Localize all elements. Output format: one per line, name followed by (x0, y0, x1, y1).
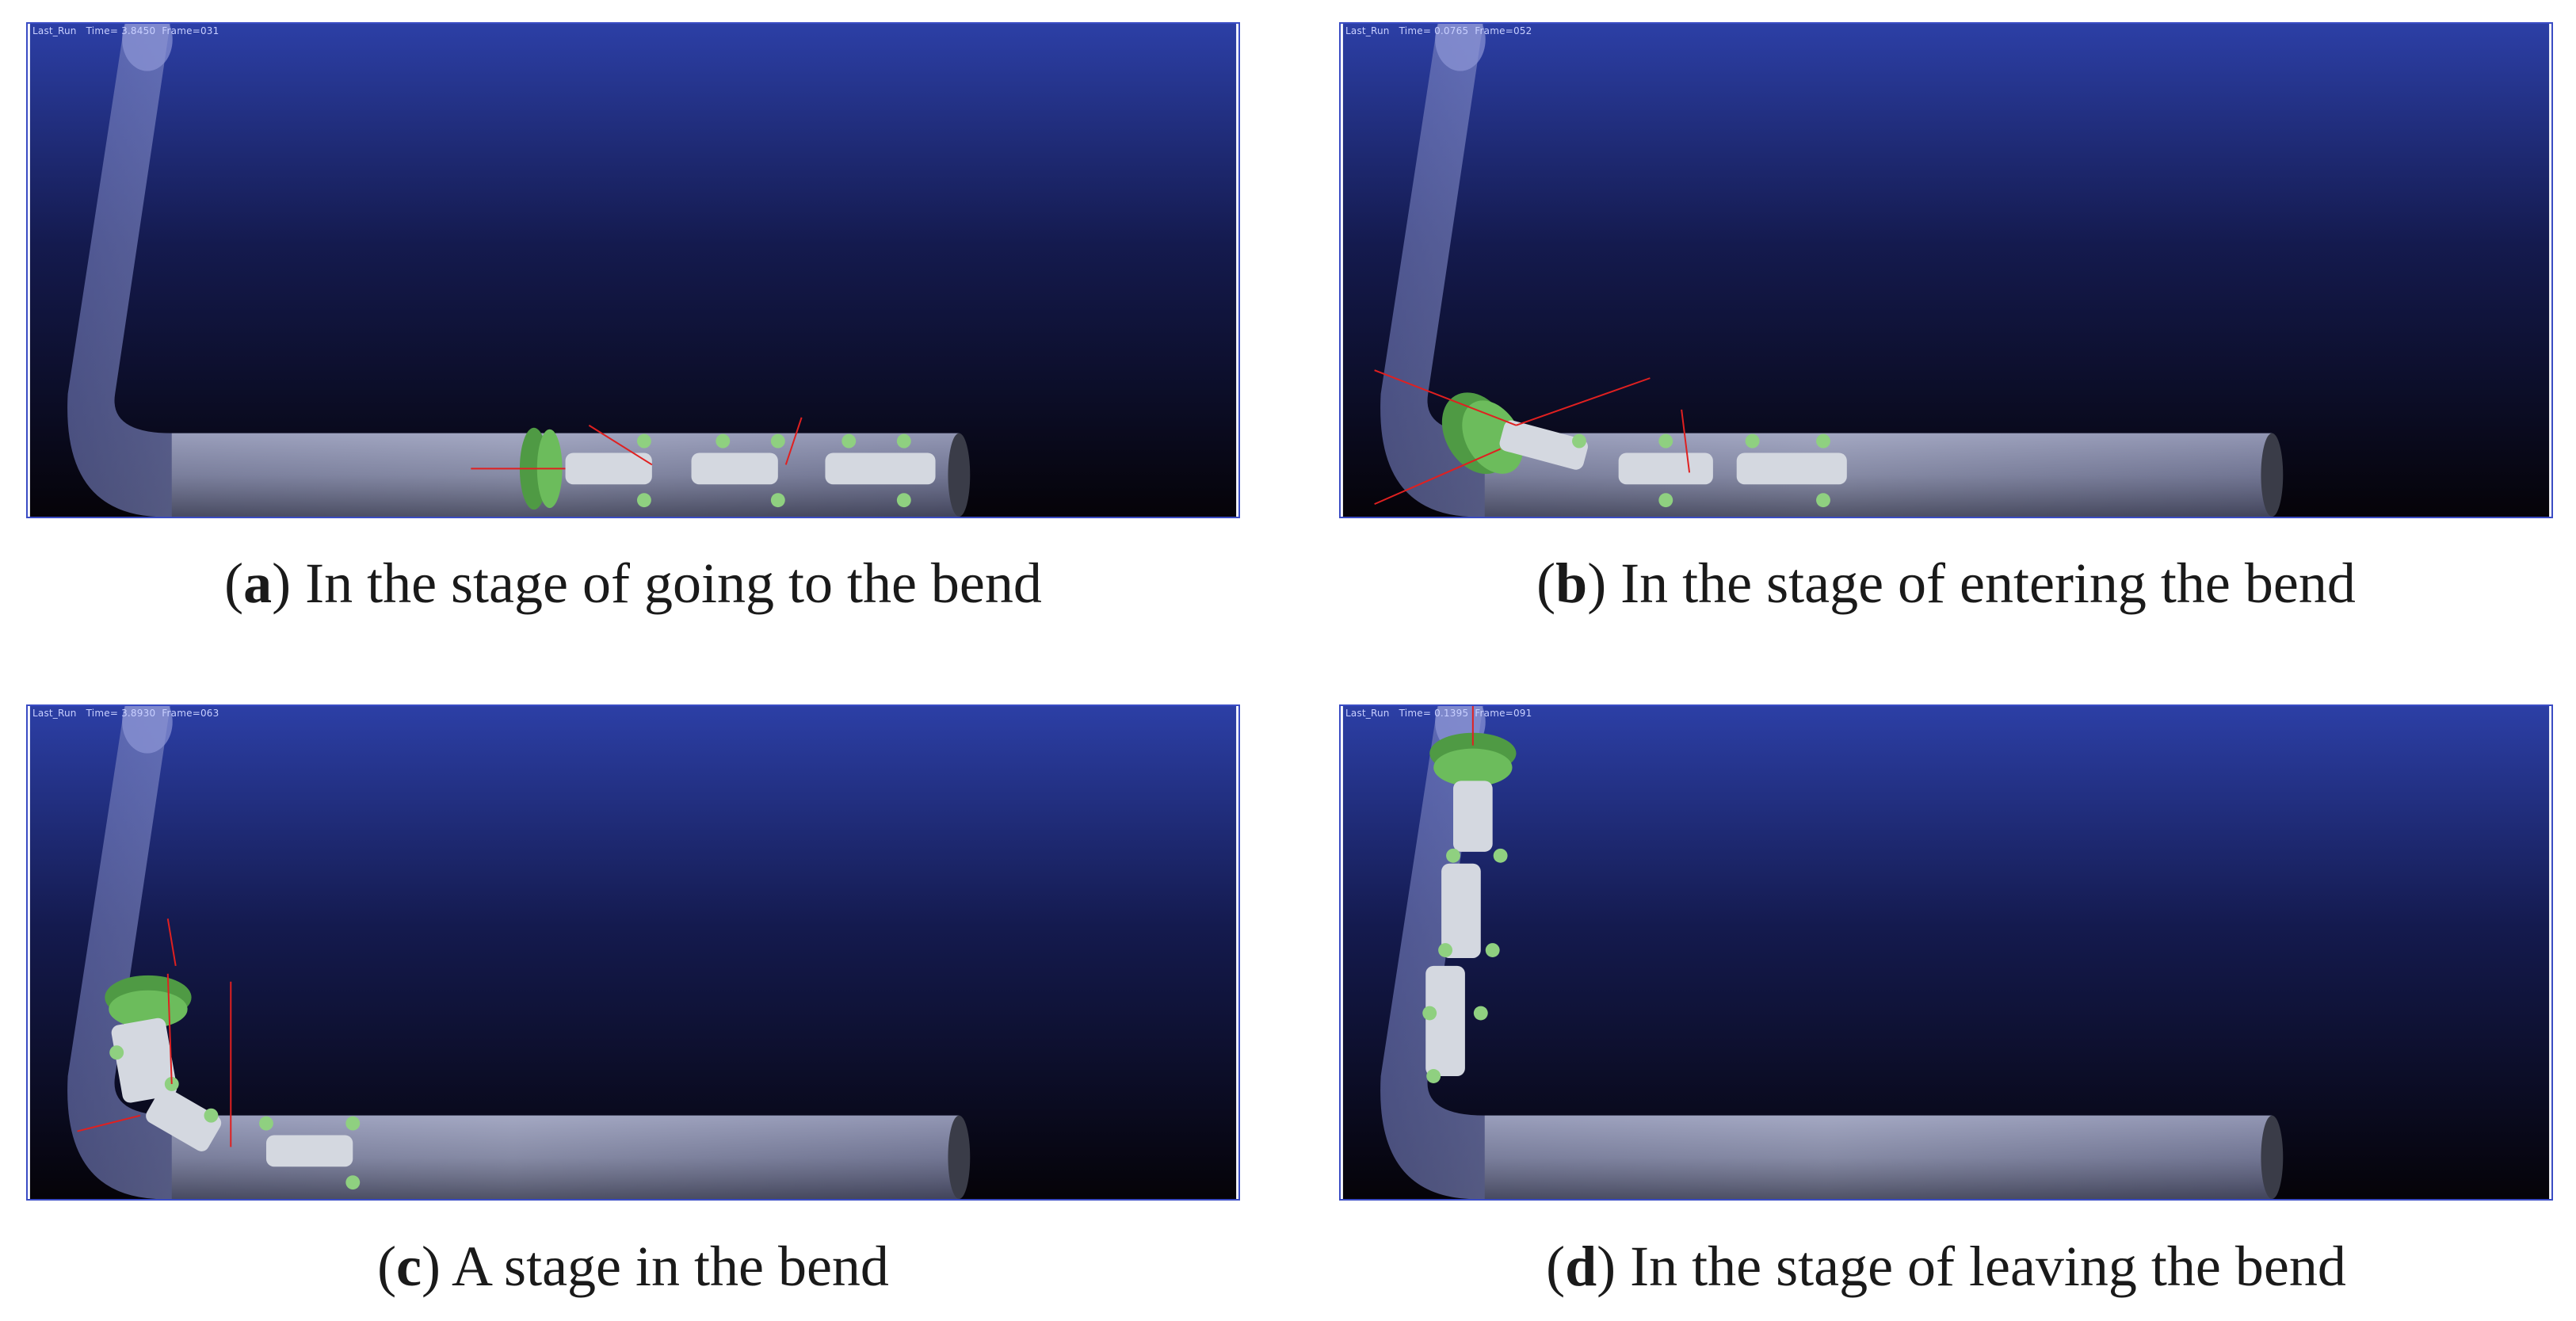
pipe-end-opening (948, 1115, 971, 1199)
robot-module (825, 452, 936, 485)
robot-module (1425, 965, 1465, 1076)
caption-text: In the stage of entering the bend (1606, 552, 2356, 615)
pipe-end-opening (2261, 433, 2284, 517)
simulation-scene-a (29, 24, 1237, 517)
pipe-robot (471, 417, 936, 510)
caption-text: In the stage of leaving the bend (1616, 1235, 2346, 1298)
pipe-top-opening (1435, 24, 1486, 71)
robot-module (691, 452, 778, 485)
robot-module (1453, 781, 1493, 852)
simulation-scene-b (1342, 24, 2550, 517)
figure-caption-b: (b) In the stage of entering the bend (1536, 552, 2356, 615)
force-arrow (1681, 409, 1691, 473)
pipe-robot (1422, 706, 1517, 1083)
simulation-scene-c (29, 706, 1237, 1199)
force-arrow (166, 973, 173, 1084)
pipe-horizontal-section (1484, 1115, 2273, 1199)
pipe-end-opening (2261, 1115, 2284, 1199)
caption-text: A stage in the bend (441, 1235, 889, 1298)
robot-module (1499, 420, 1588, 470)
robot-module (1618, 452, 1713, 485)
robot-module (1441, 863, 1481, 958)
caption-letter: a (243, 552, 273, 615)
figure-caption-c: (c) A stage in the bend (377, 1235, 889, 1298)
figure-caption-a: (a) In the stage of going to the bend (224, 552, 1042, 615)
force-arrow (1374, 448, 1502, 506)
force-arrow (166, 918, 177, 967)
caption-letter: c (396, 1235, 422, 1298)
force-arrow (588, 424, 653, 466)
robot-module (146, 1087, 222, 1151)
pipe-horizontal-section (1484, 433, 2273, 517)
simulation-panel-d: Last_Run Time= 0.1395 Frame=091 (1339, 704, 2553, 1201)
simulation-panel-b: Last_Run Time= 0.0765 Frame=052 (1339, 22, 2553, 518)
simulation-status-text: Last_Run Time= 3.8930 Frame=063 (32, 708, 219, 719)
pipe-robot (1374, 369, 1847, 508)
simulation-panel-c: Last_Run Time= 3.8930 Frame=063 (26, 704, 1240, 1201)
robot-module (565, 452, 652, 485)
figure-caption-d: (d) In the stage of leaving the bend (1546, 1235, 2346, 1298)
simulation-status-text: Last_Run Time= 0.1395 Frame=091 (1345, 708, 1532, 719)
force-arrow (77, 1114, 141, 1132)
simulation-status-text: Last_Run Time= 0.0765 Frame=052 (1345, 25, 1532, 36)
caption-letter: b (1555, 552, 1588, 615)
force-arrow (1516, 377, 1651, 426)
force-arrow (1374, 369, 1517, 426)
pipe-end-opening (948, 433, 971, 517)
simulation-scene-d (1342, 706, 2550, 1199)
pipe-robot (77, 918, 361, 1190)
robot-module (111, 1017, 177, 1103)
pipe-top-opening (122, 706, 173, 754)
caption-letter: d (1565, 1235, 1597, 1298)
robot-module (1736, 452, 1847, 485)
simulation-panel-a: Last_Run Time= 3.8450 Frame=031 (26, 22, 1240, 518)
simulation-status-text: Last_Run Time= 3.8450 Frame=031 (32, 25, 219, 36)
caption-text: In the stage of going to the bend (291, 552, 1042, 615)
robot-module (265, 1135, 353, 1167)
pipe-top-opening (122, 24, 173, 71)
force-arrow (784, 417, 803, 465)
